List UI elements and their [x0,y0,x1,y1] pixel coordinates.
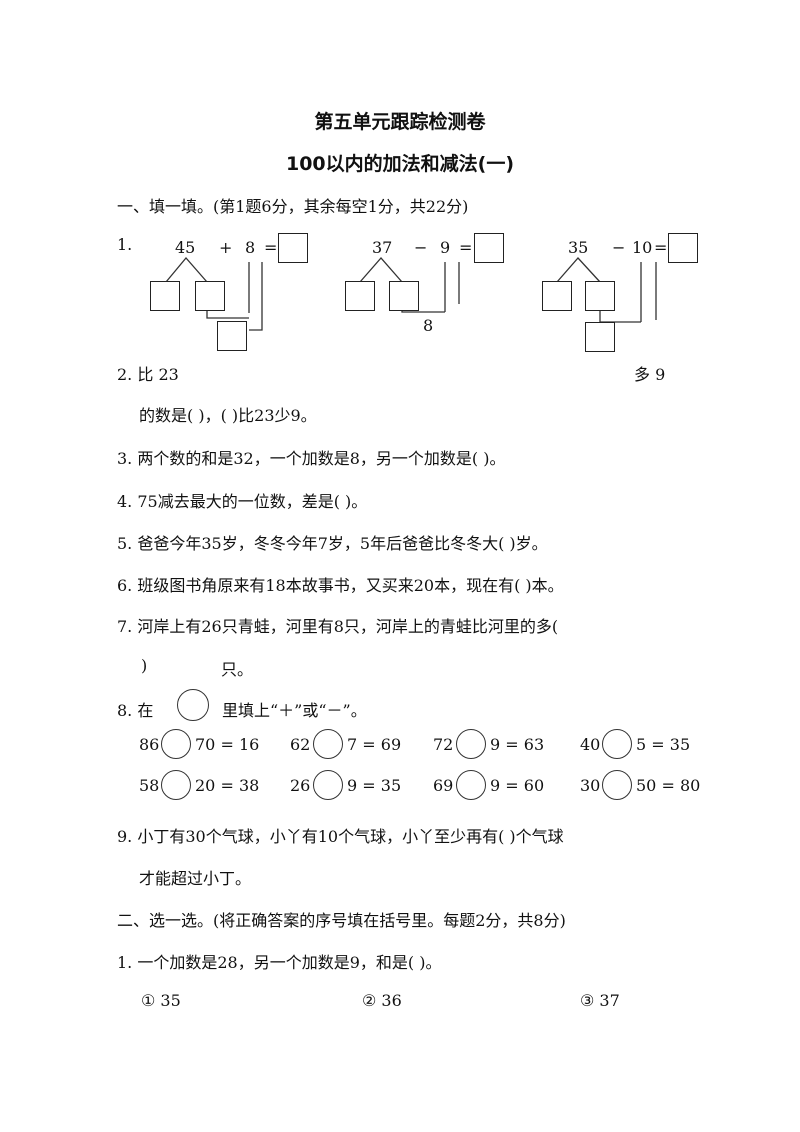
d3-split-box-left[interactable] [542,281,572,311]
d2-operator: − [414,238,428,257]
q6: 6. 班级图书角原来有18本故事书，又买来20本，现在有( )本。 [117,576,564,595]
d2-subtrahend: 9 [440,238,451,257]
q3: 3. 两个数的和是32，一个加数是8，另一个加数是( )。 [117,449,506,468]
q5: 5. 爸爸今年35岁，冬冬今年7岁，5年后爸爸比冬冬大( )岁。 [117,534,548,553]
d2-given-value: 8 [423,316,434,335]
q2-line1-right: 多 9 [634,365,666,384]
q2-line2: 的数是( )，( )比23少9。 [139,406,317,425]
d3-result-box[interactable] [668,233,698,263]
q8-r2-c1-circle[interactable] [161,770,191,800]
d1-operator: + [219,238,233,257]
q8-r2-c1-left: 58 [139,776,160,795]
d1-equals: = [264,238,278,257]
q8-r1-c2-left: 62 [290,735,311,754]
section1-heading: 一、填一填。(第1题6分，其余每空1分，共22分) [117,197,469,216]
s2-q1-option-1[interactable]: ① 35 [141,991,181,1010]
q8-r1-c2-right: 7 = 69 [347,735,402,754]
s2-q1: 1. 一个加数是28，另一个加数是9，和是( )。 [117,953,442,972]
q8-r1-c3-left: 72 [433,735,454,754]
d1-result-box[interactable] [278,233,308,263]
d1-split-box-left[interactable] [150,281,180,311]
q8-r2-c2-circle[interactable] [313,770,343,800]
q2-line1-left: 2. 比 23 [117,365,179,384]
q8-r2-c2-right: 9 = 35 [347,776,402,795]
d3-operator: − [612,238,626,257]
q8-prefix: 8. 在 [117,701,154,720]
q8-r1-c3-right: 9 = 63 [490,735,545,754]
q8-r1-c1-circle[interactable] [161,729,191,759]
q8-r1-c3-circle[interactable] [456,729,486,759]
d1-addend-a: 45 [175,238,196,257]
d3-split-box-right[interactable] [585,281,615,311]
q4: 4. 75减去最大的一位数，差是( )。 [117,492,368,511]
d2-equals: = [459,238,473,257]
d2-split-box-left[interactable] [345,281,375,311]
s2-q1-option-3[interactable]: ③ 37 [580,991,620,1010]
d3-equals: = [654,238,668,257]
q8-r2-c3-circle[interactable] [456,770,486,800]
q8-r1-c4-circle[interactable] [602,729,632,759]
q8-r1-c4-left: 40 [580,735,601,754]
q8-example-circle [177,689,209,721]
q7-line2-unit: 只。 [221,660,254,679]
d3-subtrahend: 10 [632,238,653,257]
q1-number: 1. [117,235,133,254]
q8-r2-c3-right: 9 = 60 [490,776,545,795]
q8-suffix: 里填上“＋”或“－”。 [222,701,367,720]
q8-r2-c4-right: 50 = 80 [636,776,701,795]
page-subtitle: 100以内的加法和减法(一) [285,153,515,175]
q8-r1-c2-circle[interactable] [313,729,343,759]
d2-minuend: 37 [372,238,393,257]
s2-q1-option-2[interactable]: ② 36 [362,991,402,1010]
d2-result-box[interactable] [474,233,504,263]
q1-connector-lines [165,256,657,331]
q9-line1: 9. 小丁有30个气球，小丫有10个气球，小丫至少再有( )个气球 [117,827,564,846]
d3-minuend: 35 [568,238,589,257]
q7-line1: 7. 河岸上有26只青蛙，河里有8只，河岸上的青蛙比河里的多( [117,617,559,636]
q8-r1-c4-right: 5 = 35 [636,735,691,754]
d3-partial-box[interactable] [585,322,615,352]
q8-r1-c1-left: 86 [139,735,160,754]
q8-r2-c2-left: 26 [290,776,311,795]
q8-r1-c1-right: 70 = 16 [195,735,260,754]
d1-split-box-right[interactable] [195,281,225,311]
page-title: 第五单元跟踪检测卷 [314,111,486,133]
q7-line2-paren: ) [141,656,148,675]
d1-addend-b: 8 [245,238,256,257]
q8-r2-c1-right: 20 = 38 [195,776,260,795]
q8-r2-c4-circle[interactable] [602,770,632,800]
q8-r2-c4-left: 30 [580,776,601,795]
d1-partial-sum-box[interactable] [217,321,247,351]
section2-heading: 二、选一选。(将正确答案的序号填在括号里。每题2分，共8分) [117,911,566,930]
d2-split-box-right[interactable] [389,281,419,311]
q9-line2: 才能超过小丁。 [139,869,252,888]
q8-r2-c3-left: 69 [433,776,454,795]
